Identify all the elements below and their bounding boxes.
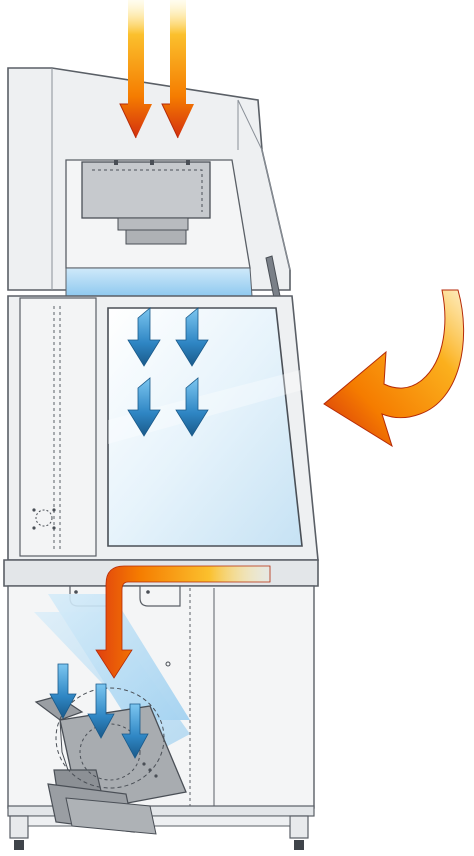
filter-unit — [81, 160, 211, 245]
downflow-arrow — [175, 377, 209, 437]
downflow-arrow — [127, 307, 161, 367]
intake-arrow-left — [119, 0, 152, 139]
intake-air-arrows — [119, 0, 194, 139]
blower-assembly — [34, 687, 187, 835]
laminar-downflow-arrows — [127, 307, 209, 437]
downflow-arrow — [127, 377, 161, 437]
return-air-arrow — [95, 565, 271, 679]
intake-arrow-right — [161, 0, 194, 139]
downflow-arrow — [175, 307, 209, 367]
feed-arrow — [49, 663, 77, 719]
inflow-air-arrow — [323, 289, 465, 448]
feed-arrow — [121, 703, 149, 759]
work-window — [107, 307, 303, 547]
feed-arrow — [87, 683, 115, 739]
blower-feed-arrows — [49, 663, 149, 759]
